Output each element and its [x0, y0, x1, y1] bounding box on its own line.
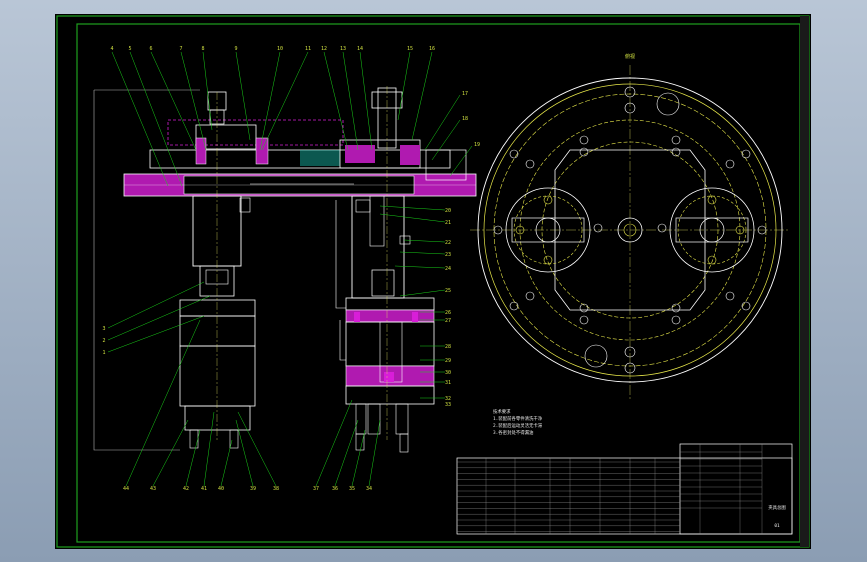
balloon-label: 40	[218, 486, 224, 492]
balloon-label: 41	[201, 486, 207, 492]
balloon-label: 9	[234, 46, 237, 52]
balloon-label: 30	[445, 370, 451, 376]
balloon-label: 25	[445, 288, 451, 294]
tech-notes-heading: 技术要求	[493, 408, 511, 415]
balloon-label: 1	[102, 350, 105, 356]
balloon-label: 38	[273, 486, 279, 492]
balloon-label: 20	[445, 208, 451, 214]
tech-note: 2.装配后运动灵活无卡滞	[493, 422, 543, 429]
balloon-label: 29	[445, 358, 451, 364]
balloon-label: 24	[445, 266, 451, 272]
balloon-label: 36	[332, 486, 338, 492]
balloon-label: 21	[445, 220, 451, 226]
balloon-label: 12	[321, 46, 327, 52]
balloon-label: 18	[462, 116, 468, 122]
drawing-name: 夹具总图	[768, 504, 786, 511]
balloon-label: 39	[250, 486, 256, 492]
balloon-label: 44	[123, 486, 129, 492]
balloon-label: 8	[201, 46, 204, 52]
balloon-label: 6	[149, 46, 152, 52]
balloon-label: 31	[445, 380, 451, 386]
balloon-label: 23	[445, 252, 451, 258]
balloon-label: 13	[340, 46, 346, 52]
balloon-label: 2	[102, 338, 105, 344]
balloon-label: 42	[183, 486, 189, 492]
balloon-label: 28	[445, 344, 451, 350]
balloon-label: 17	[462, 91, 468, 97]
drawing-background	[55, 14, 811, 549]
leader-lines	[107, 51, 473, 487]
balloon-label: 14	[357, 46, 363, 52]
balloon-label: 4	[110, 46, 113, 52]
balloon-label: 43	[150, 486, 156, 492]
balloon-label: 5	[128, 46, 131, 52]
title-block: 夹具总图 01	[456, 443, 793, 535]
balloon-label: 16	[429, 46, 435, 52]
balloon-label: 26	[445, 310, 451, 316]
balloon-label: 32	[445, 396, 451, 402]
balloon-label: 34	[366, 486, 372, 492]
section-view	[93, 86, 477, 453]
balloon-label: 7	[179, 46, 182, 52]
balloon-label: 3	[102, 326, 105, 332]
balloon-label: 35	[349, 486, 355, 492]
balloon-label: 27	[445, 318, 451, 324]
plan-view: 俯视	[470, 53, 790, 400]
tech-note: 3.各密封处不得漏油	[493, 429, 534, 436]
view-label: 俯视	[625, 53, 635, 60]
balloon-label: 15	[407, 46, 413, 52]
balloon-label: 11	[305, 46, 311, 52]
technical-notes: 技术要求 1.装配前各零件清洗干净 2.装配后运动灵活无卡滞 3.各密封处不得漏…	[493, 408, 543, 436]
balloon-label: 37	[313, 486, 319, 492]
tech-note: 1.装配前各零件清洗干净	[493, 415, 543, 422]
scrollbar-strip	[800, 16, 809, 547]
balloon-label: 33	[445, 402, 451, 408]
balloon-label: 10	[277, 46, 283, 52]
drawing-code: 01	[774, 523, 780, 529]
balloon-label: 19	[474, 142, 480, 148]
balloon-label: 22	[445, 240, 451, 246]
